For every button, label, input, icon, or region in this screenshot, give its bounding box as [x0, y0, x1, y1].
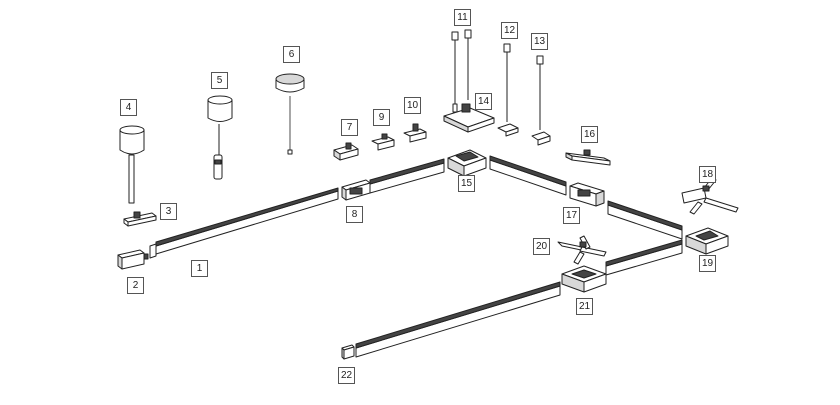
callout-15: 15 [458, 175, 475, 192]
track-rail-lower-right [605, 239, 683, 276]
callout-5: 5 [211, 72, 228, 89]
callout-13: 13 [531, 33, 548, 50]
callout-21: 21 [576, 298, 593, 315]
cross-connector-21 [561, 265, 607, 293]
mounting-clip [123, 211, 157, 227]
cross-connector-18 [681, 177, 739, 215]
callout-11: 11 [454, 9, 471, 26]
callout-10: 10 [404, 97, 421, 114]
callout-17: 17 [563, 207, 580, 224]
callout-16: 16 [581, 126, 598, 143]
track-rail-short-middle [369, 158, 445, 194]
connector-7 [333, 142, 359, 161]
callout-2: 2 [127, 277, 144, 294]
joiner-16 [565, 149, 611, 166]
connector-9 [371, 133, 395, 151]
callout-20: 20 [533, 238, 550, 255]
track-rail-short-right [489, 155, 567, 196]
straight-joiner-right [569, 182, 605, 207]
t-connector-pendant [443, 103, 495, 133]
corner-connector [447, 149, 487, 177]
callout-8: 8 [346, 206, 363, 223]
callout-19: 19 [699, 255, 716, 272]
track-rail-right-descending [607, 200, 683, 240]
pendant-cable-12 [497, 43, 519, 137]
end-cap [117, 249, 149, 270]
straight-joiner [341, 179, 371, 201]
track-rail-long-lower [355, 281, 561, 358]
callout-12: 12 [501, 22, 518, 39]
track-rail-long-left [149, 187, 339, 259]
callout-4: 4 [120, 99, 137, 116]
canopy-with-rod [119, 125, 145, 204]
callout-18: 18 [699, 166, 716, 183]
callout-7: 7 [341, 119, 358, 136]
callout-3: 3 [160, 203, 177, 220]
pendant-cable-11 [451, 29, 472, 113]
round-canopy-cable [275, 73, 305, 155]
t-connector-19 [685, 227, 729, 255]
callout-9: 9 [373, 109, 390, 126]
callout-6: 6 [283, 46, 300, 63]
pendant-cable-13 [531, 55, 551, 146]
connector-10 [403, 123, 427, 143]
canopy-short-pendant [207, 95, 233, 180]
callout-1: 1 [191, 260, 208, 277]
cross-connector-20 [557, 235, 607, 265]
callout-14: 14 [475, 93, 492, 110]
callout-22: 22 [338, 367, 355, 384]
end-cap-22 [341, 344, 355, 360]
